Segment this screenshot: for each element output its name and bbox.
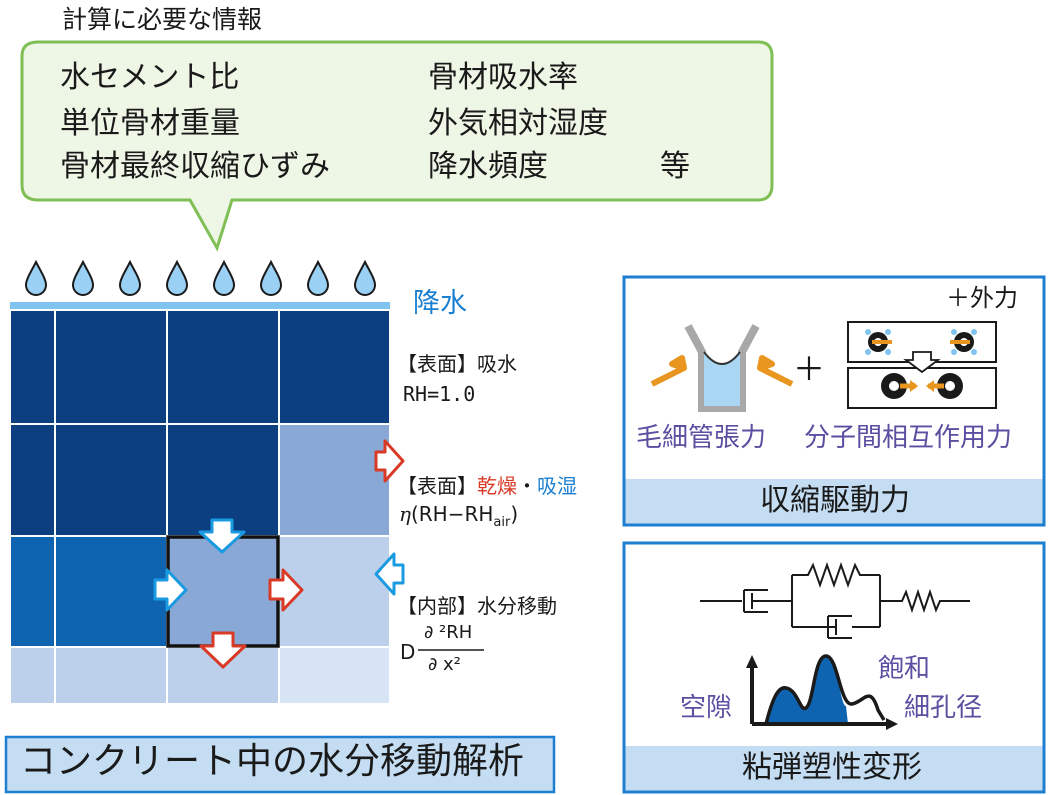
arrow-internal-icon: [374, 552, 405, 596]
annotation-eta-formula: η(RH−RHair): [399, 504, 518, 529]
info-item: 降水頻度: [428, 149, 548, 184]
annotation-rh: RH=1.0: [403, 382, 476, 406]
info-item: 骨材吸水率: [428, 60, 578, 95]
arrow-in-left-icon: [153, 568, 188, 612]
rain-drop-icon: [213, 261, 235, 296]
arrow-in-top-icon: [198, 518, 246, 554]
shrinkage-footer-bg: [625, 479, 1043, 524]
rain-drops: [25, 261, 376, 296]
rain-drop-icon: [166, 261, 188, 296]
external-force-label: ＋外力: [946, 284, 1018, 312]
dry-label: 乾燥: [477, 474, 517, 498]
rain-drop-icon: [307, 261, 329, 296]
rain-drop-icon: [119, 261, 141, 296]
visco-footer-label: 粘弾塑性変形: [742, 750, 922, 785]
formula-sub: air: [493, 515, 511, 530]
visco-footer-bg: [625, 746, 1043, 791]
capillary-label: 毛細管張力: [636, 423, 767, 453]
dot-separator: ・: [517, 474, 537, 498]
void-label: 空隙: [680, 693, 733, 723]
rain-label: 降水: [413, 288, 467, 319]
rain-drop-icon: [354, 261, 376, 296]
plus-sign: ＋: [793, 350, 826, 388]
info-item: 水セメント比: [60, 60, 240, 95]
rain-drop-icon: [260, 261, 282, 296]
formula-denominator: ∂ x²: [428, 654, 461, 675]
capillary-icon: [650, 324, 794, 412]
formula-open: (RH−RH: [410, 502, 494, 526]
shrinkage-footer-label: 収縮駆動力: [760, 483, 910, 518]
info-item: 外気相対湿度: [428, 106, 608, 141]
arrow-surface-dry-icon: [374, 439, 405, 483]
annotation-surface-dry: 【表面】乾燥・吸湿: [397, 476, 577, 496]
page-title: 計算に必要な情報: [62, 5, 263, 34]
annotation-prefix: 【表面】: [397, 474, 477, 498]
formula-d: D: [400, 640, 416, 664]
eta-symbol: η: [399, 502, 411, 526]
rheology-model-icon: [700, 561, 970, 639]
annotation-internal: 【内部】水分移動: [397, 594, 557, 618]
arrow-out-bottom-icon: [199, 631, 247, 669]
wet-label: 吸湿: [537, 474, 577, 498]
pore-distribution-icon: [746, 654, 898, 730]
main-label-box: [4, 735, 556, 794]
saturation-label: 飽和: [878, 654, 931, 684]
info-item: 単位骨材重量: [60, 106, 240, 141]
main-label: コンクリート中の水分移動解析: [20, 741, 525, 782]
arrow-out-right-icon: [268, 568, 304, 612]
molecular-icon: [847, 321, 997, 409]
formula-close: ): [510, 502, 519, 526]
molecular-label: 分子間相互作用力: [804, 423, 1013, 453]
info-item: 骨材最終収縮ひずみ: [60, 149, 330, 184]
rain-drop-icon: [25, 261, 47, 296]
rain-drop-icon: [72, 261, 94, 296]
moisture-arrows: [153, 439, 405, 669]
info-etc: 等: [660, 149, 690, 184]
info-bubble: [20, 40, 774, 252]
formula-numerator: ∂ ²RH: [424, 622, 473, 643]
rain-surface-line: [10, 302, 390, 309]
annotation-surface-absorb: 【表面】吸水: [397, 352, 517, 376]
pore-size-label: 細孔径: [904, 693, 983, 723]
